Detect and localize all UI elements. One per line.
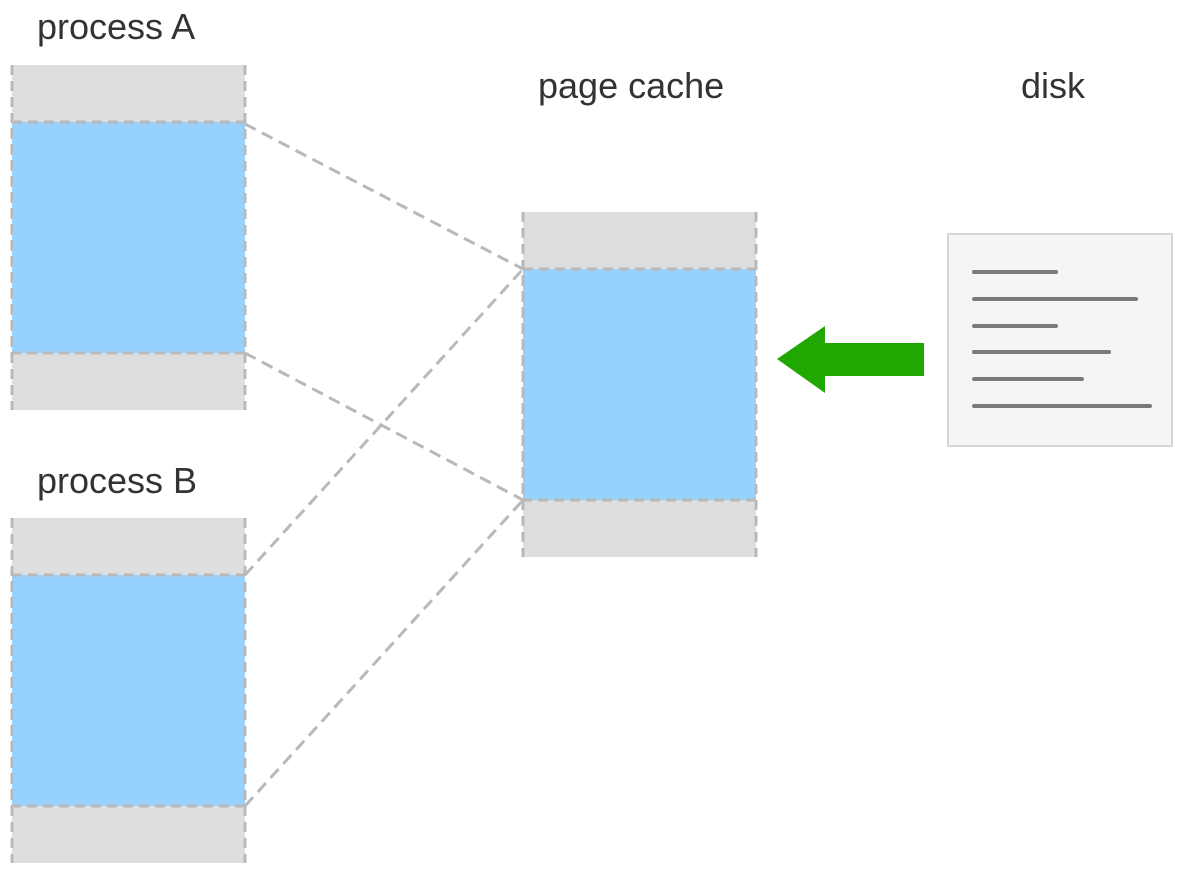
- page-cache-page: [521, 267, 758, 502]
- mapping-lines: [243, 122, 525, 808]
- process-a-label: process A: [37, 6, 196, 47]
- document-icon: [947, 233, 1173, 447]
- page-cache-label: page cache: [538, 65, 725, 106]
- page-cache-memory: [521, 212, 758, 557]
- arrow-left-icon: [777, 326, 924, 393]
- mapping-line-a-top: [244, 122, 524, 271]
- mapping-line-a-bottom: [244, 351, 524, 502]
- mapping-line-b-top: [243, 267, 525, 577]
- process-b-mapped-page: [10, 573, 247, 808]
- disk-label: disk: [1021, 65, 1086, 106]
- process-b-memory: [10, 518, 247, 863]
- process-b-label: process B: [37, 460, 198, 501]
- process-a-mapped-page: [10, 120, 247, 355]
- process-a-memory: [10, 65, 247, 410]
- mapping-line-b-bottom: [243, 498, 525, 808]
- document-text-lines: [972, 270, 1152, 408]
- document-page: [947, 233, 1173, 447]
